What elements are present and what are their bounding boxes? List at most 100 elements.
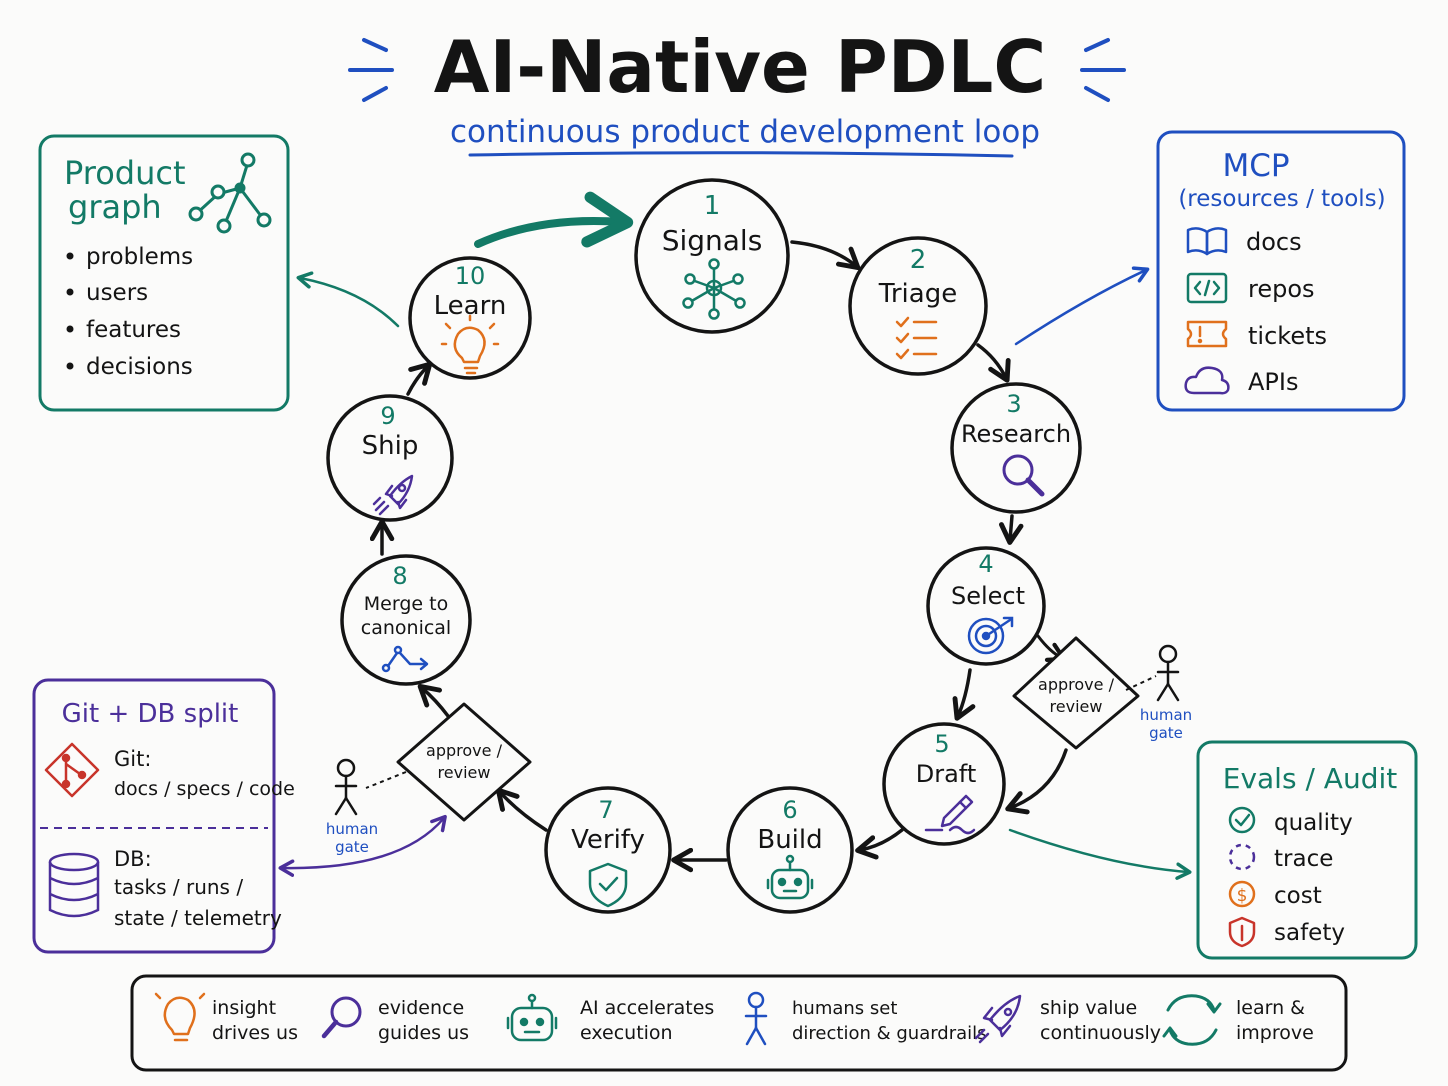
book-icon xyxy=(1186,227,1228,256)
git-branch-icon xyxy=(44,742,100,798)
stage-label: Verify xyxy=(571,825,645,855)
title-sparks-right-icon xyxy=(1080,38,1126,102)
arrow-draft-to-build xyxy=(855,828,904,860)
stage-number: 3 xyxy=(1006,390,1021,418)
product-graph-item: features xyxy=(86,317,181,343)
human-gate-left: approve / review human gate xyxy=(326,702,532,856)
robot-icon xyxy=(766,854,814,900)
arrow-research-to-select xyxy=(999,514,1024,545)
gate-diamond xyxy=(1012,636,1140,750)
mcp-item-apis: APIs xyxy=(1248,368,1298,396)
arrow-draft-to-evals xyxy=(1008,828,1192,880)
principle-line-2: execution xyxy=(580,1022,673,1044)
stage-number: 8 xyxy=(392,562,407,590)
mcp-item-tickets: tickets xyxy=(1248,322,1327,350)
stage-number: 6 xyxy=(782,796,797,824)
stage-number: 9 xyxy=(380,402,395,430)
graph-nodes-icon xyxy=(188,152,272,234)
principle-learn: learn & improve xyxy=(1162,994,1314,1046)
magnifier-icon xyxy=(1002,454,1045,497)
human-gate-label-2: gate xyxy=(1149,724,1183,742)
cycle-icon xyxy=(1162,994,1222,1046)
stage-label-2: canonical xyxy=(361,617,451,639)
arrow-signals-to-triage xyxy=(790,240,861,271)
loop-arrows xyxy=(369,191,1068,873)
stage-select: 4 Select xyxy=(926,546,1046,666)
gate-label-2: review xyxy=(1050,697,1103,716)
arrow-gate-to-merge xyxy=(417,683,450,718)
db-items-1: tasks / runs / xyxy=(114,875,243,899)
product-graph-item: users xyxy=(86,280,148,306)
arrow-select-to-draft xyxy=(952,668,976,721)
panel-connectors xyxy=(278,266,1192,880)
lightbulb-icon xyxy=(440,314,500,375)
stage-draft: 5 Draft xyxy=(882,722,1006,846)
page-subtitle: continuous product development loop xyxy=(450,114,1040,150)
title-block: AI-Native PDLC continuous product develo… xyxy=(348,25,1126,158)
git-db-panel: Git + DB split Git: docs / specs / code … xyxy=(32,678,295,954)
code-icon xyxy=(1186,272,1228,304)
stage-signals: 1 Signals xyxy=(634,178,790,334)
dollar-icon: $ xyxy=(1228,880,1256,908)
arrow-gitdb-to-gate xyxy=(278,814,447,877)
principle-line-2: improve xyxy=(1236,1022,1314,1044)
person-icon xyxy=(744,991,768,1046)
git-items: docs / specs / code xyxy=(114,778,295,800)
subtitle-underline xyxy=(468,151,1014,158)
product-graph-list: problems users features decisions xyxy=(66,244,193,380)
principle-ship: ship value continuously xyxy=(974,994,1161,1044)
git-label: Git: xyxy=(114,747,151,771)
stage-label: Research xyxy=(961,420,1071,448)
gate-diamond xyxy=(396,702,532,822)
principle-line-1: humans set xyxy=(792,998,897,1019)
stage-label: Triage xyxy=(878,279,957,309)
stage-verify: 7 Verify xyxy=(544,786,672,914)
human-gate-label-1: human xyxy=(326,820,378,838)
product-graph-panel: Product graph problems users features de… xyxy=(38,134,290,412)
ticket-icon xyxy=(1186,320,1228,348)
evals-item-cost: cost xyxy=(1274,883,1322,909)
stage-label: Ship xyxy=(362,431,419,461)
gate-label-2: review xyxy=(438,763,491,782)
human-gate-label-1: human xyxy=(1140,706,1192,724)
stage-label: Merge to xyxy=(364,593,448,615)
arrow-learn-to-signals xyxy=(474,191,634,248)
product-graph-item: problems xyxy=(86,244,193,270)
principle-evidence: evidence guides us xyxy=(321,996,469,1044)
robot-icon xyxy=(506,993,558,1042)
arrow-verify-to-gate xyxy=(495,787,548,832)
person-icon xyxy=(1156,644,1180,702)
stage-build: 6 Build xyxy=(726,786,854,914)
human-gate-right: approve / review human gate xyxy=(1012,636,1192,750)
principle-line-2: drives us xyxy=(212,1022,298,1044)
shield-check-icon xyxy=(588,862,628,908)
principle-line-1: ship value xyxy=(1040,997,1137,1019)
check-circle-icon xyxy=(1228,806,1256,834)
rocket-icon xyxy=(372,474,414,516)
principle-ai: AI accelerates execution xyxy=(506,993,714,1044)
db-items-2: state / telemetry xyxy=(114,906,282,930)
principle-line-1: AI accelerates xyxy=(580,997,714,1019)
product-graph-title: Product xyxy=(64,154,186,192)
evals-item-safety: safety xyxy=(1274,920,1345,946)
stage-number: 4 xyxy=(978,550,993,578)
principle-line-2: direction & guardrails xyxy=(792,1023,987,1044)
arrow-ship-to-learn xyxy=(406,361,433,396)
stage-number: 10 xyxy=(455,262,486,290)
human-gate-label-2: gate xyxy=(335,838,369,856)
stage-ship: 9 Ship xyxy=(326,394,454,522)
network-icon xyxy=(682,258,746,320)
stage-merge: 8 Merge to canonical xyxy=(340,554,472,686)
magnifier-icon xyxy=(321,996,362,1039)
stage-label: Draft xyxy=(916,760,977,788)
pen-icon xyxy=(924,794,976,835)
principle-line-2: continuously xyxy=(1040,1022,1161,1044)
stage-number: 1 xyxy=(704,191,721,221)
git-db-title: Git + DB split xyxy=(62,699,239,729)
stage-label: Build xyxy=(757,825,822,855)
arrow-learn-to-product-graph xyxy=(296,271,400,328)
stage-number: 7 xyxy=(598,796,613,824)
principles-bar: insight drives us evidence guides us xyxy=(130,974,1348,1072)
product-graph-item: decisions xyxy=(86,354,193,380)
